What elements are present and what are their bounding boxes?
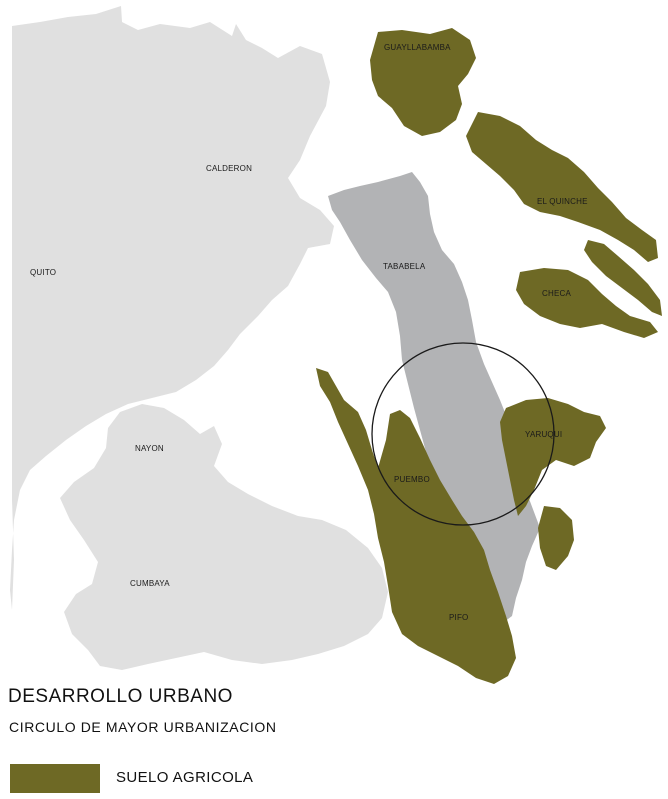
agricultural-region-yaruqui (500, 398, 606, 516)
urban-region-nayon-cumbaya (60, 404, 388, 670)
urban-region-quito-calderon (10, 6, 334, 610)
place-label-calderon: CALDERON (206, 164, 252, 173)
place-label-nayon: NAYON (135, 444, 164, 453)
agricultural-region-checa-strip (584, 240, 662, 316)
agricultural-region-puembo-pifo (316, 368, 516, 684)
agricultural-region-yaruqui-south (538, 506, 574, 570)
map: QUITO CALDERON NAYON CUMBAYA GUAYLLABAMB… (10, 6, 662, 684)
agricultural-region-checa (516, 268, 658, 338)
place-label-quito: QUITO (30, 268, 56, 277)
place-label-cumbaya: CUMBAYA (130, 579, 170, 588)
legend-subtitle: CIRCULO DE MAYOR URBANIZACION (9, 719, 277, 735)
urban-region-tababela (328, 172, 540, 622)
agricultural-region-guayllabamba (370, 28, 476, 136)
place-label-pifo: PIFO (449, 613, 468, 622)
legend-title: DESARROLLO URBANO (8, 686, 233, 707)
place-label-el-quinche: EL QUINCHE (537, 197, 588, 206)
place-label-guayllabamba: GUAYLLABAMBA (384, 43, 451, 52)
place-label-yaruqui: YARUQUI (525, 430, 562, 439)
legend-swatch-agricultural (10, 764, 100, 793)
place-label-puembo: PUEMBO (394, 475, 430, 484)
legend-label-agricultural: SUELO AGRICOLA (116, 769, 254, 786)
urbanization-circle (371, 342, 555, 526)
place-label-tababela: TABABELA (383, 262, 426, 271)
agricultural-region-el-quinche (466, 112, 658, 262)
place-label-checa: CHECA (542, 289, 571, 298)
